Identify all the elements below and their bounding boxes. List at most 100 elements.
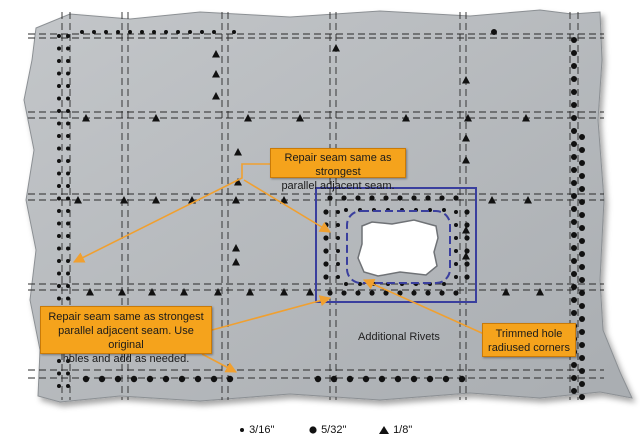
small-triangle-rivet <box>462 76 470 84</box>
small-triangle-rivet <box>148 288 156 296</box>
small-rivet <box>57 359 61 363</box>
large-rivet <box>458 375 466 383</box>
small-rivet <box>57 34 61 38</box>
small-triangle-rivet <box>402 114 410 122</box>
repair-rivet <box>336 262 340 266</box>
repair-rivet <box>336 275 340 279</box>
small-rivet <box>66 109 70 113</box>
small-triangle-rivet <box>82 114 90 122</box>
callout-arrows <box>72 163 485 373</box>
large-rivet <box>571 219 577 225</box>
repair-rivet <box>439 195 445 201</box>
large-rivet <box>571 50 577 56</box>
large-rivet <box>579 134 585 140</box>
repair-rivet <box>323 235 329 241</box>
repair-rivet <box>327 290 333 296</box>
torn-metal-panel <box>23 9 633 403</box>
large-rivet <box>98 375 106 383</box>
large-rivet <box>579 381 585 387</box>
small-triangle-rivet <box>86 288 94 296</box>
repair-rivet <box>464 248 470 254</box>
large-rivet <box>178 375 186 383</box>
repair-rivet <box>336 236 340 240</box>
large-rivet <box>579 355 585 361</box>
small-rivet <box>116 30 120 34</box>
small-rivet <box>66 184 70 188</box>
large-rivet <box>571 375 577 381</box>
small-triangle-rivet <box>536 288 544 296</box>
large-rivet <box>571 89 577 95</box>
small-rivet <box>66 359 70 363</box>
legend-label-large: 5/32" <box>321 424 347 436</box>
small-rivet <box>66 134 70 138</box>
small-rivet <box>66 196 70 201</box>
repair-doubler-outline <box>315 187 477 303</box>
callout-left-line-3: holes and add as needed. <box>62 353 190 365</box>
repair-rivet <box>323 274 329 280</box>
large-rivet <box>571 388 577 394</box>
small-rivet <box>66 121 70 126</box>
repair-rivet <box>454 223 458 227</box>
small-rivet <box>92 30 96 34</box>
small-rivet <box>57 209 61 213</box>
large-rivet <box>330 375 338 383</box>
large-rivet <box>130 375 138 383</box>
small-rivet <box>164 30 168 34</box>
small-triangle-rivet <box>212 92 220 100</box>
small-triangle-rivet <box>502 288 510 296</box>
large-rivet <box>571 63 577 69</box>
small-triangle-rivet <box>280 196 288 204</box>
repair-rivet <box>344 208 348 212</box>
repair-rivet <box>336 210 340 214</box>
small-rivet <box>57 246 61 251</box>
small-rivet <box>57 121 61 126</box>
small-rivet <box>104 30 108 34</box>
large-rivet <box>571 141 577 147</box>
repair-rivet <box>454 262 458 266</box>
small-dot-icon <box>240 428 244 433</box>
repair-rivet <box>336 249 340 253</box>
large-rivet <box>579 225 585 231</box>
small-rivet <box>57 196 61 201</box>
small-triangle-rivet <box>212 50 220 58</box>
large-rivet <box>571 245 577 251</box>
callout-repair-seam-left: Repair seam same as strongest parallel a… <box>40 306 212 365</box>
repair-rivet <box>411 195 417 201</box>
small-rivet <box>66 271 70 276</box>
large-rivet <box>571 206 577 212</box>
repair-rivet <box>442 208 446 212</box>
repair-rivet <box>464 274 470 280</box>
small-rivet <box>57 146 61 151</box>
repair-rivet <box>323 261 329 267</box>
small-rivet <box>57 109 61 113</box>
large-rivet <box>571 258 577 264</box>
repair-rivet <box>411 290 417 296</box>
small-triangle-rivet <box>462 156 470 164</box>
legend-label-triangle: 1/8" <box>393 424 413 436</box>
callout-repair-seam-top: Repair seam same as strongest parallel a… <box>270 148 406 192</box>
small-triangle-rivet <box>232 258 240 266</box>
large-rivet <box>226 375 234 383</box>
large-rivet <box>571 180 577 186</box>
small-rivet <box>232 30 236 34</box>
large-rivet <box>194 375 202 383</box>
large-rivet <box>579 264 585 270</box>
repair-rivet <box>453 290 459 296</box>
small-rivet <box>66 34 70 38</box>
legend-label-small: 3/16" <box>249 424 275 436</box>
small-rivet <box>57 221 61 226</box>
large-rivet <box>579 394 585 400</box>
repair-rivet <box>369 195 375 201</box>
large-rivet <box>571 76 577 82</box>
small-rivet <box>57 71 61 76</box>
small-triangle-rivet <box>488 196 496 204</box>
repair-rivet <box>464 222 470 228</box>
rivet-pattern <box>57 29 585 400</box>
small-triangle-rivet <box>306 288 314 296</box>
small-rivet <box>66 171 70 176</box>
small-rivet <box>66 59 70 63</box>
large-rivet <box>571 297 577 303</box>
repair-rivet <box>439 290 445 296</box>
small-rivet <box>66 46 70 51</box>
large-rivet <box>491 29 497 35</box>
